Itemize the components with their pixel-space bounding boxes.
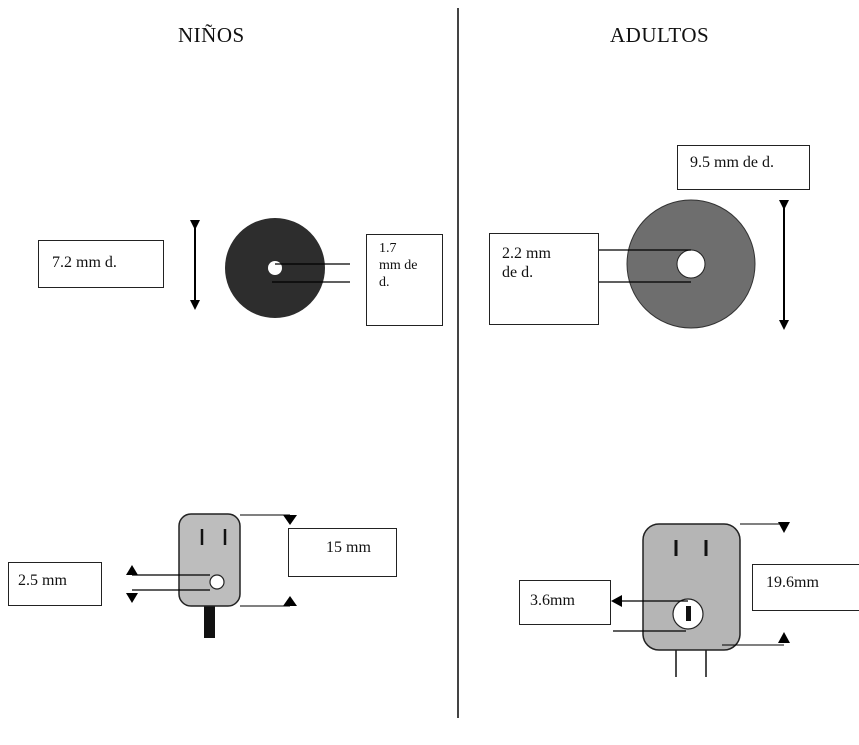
adult-washer-hole [676,249,706,279]
child-washer-diameter-label: 7.2 mm d. [38,240,164,288]
child-washer-hole-text-2: mm de [379,258,418,273]
adult-nail-hole-slot [686,606,691,621]
child-nail-height-arrow-bottom [283,596,297,606]
heading-children: NIÑOS [178,23,245,47]
adult-nail-body [642,523,741,651]
child-nail-height-label: 15 mm [288,528,397,577]
child-nail-hole-text: 2.5 mm [18,572,67,589]
child-nail-body [178,513,241,607]
child-washer-hole-label: 1.7 mm de d. [366,234,443,326]
child-nail-hole-arrow-top [126,565,138,575]
adult-washer-hole-text-1: 2.2 mm [502,245,551,262]
child-washer-hole [268,261,282,275]
heading-adults: ADULTOS [610,23,710,47]
adult-washer-hole-label: 2.2 mm de d. [489,233,599,325]
adult-nail-hole-arrow [611,595,622,607]
adult-nail-hole-label: 3.6mm [519,580,611,625]
adult-nail-height-arrow-bottom [778,632,790,643]
adult-washer-hole-text-2: de d. [502,264,534,281]
child-nail-height-arrow-top [283,515,297,525]
child-washer-hole-text-1: 1.7 [379,241,397,256]
child-nail-height-text: 15 mm [326,539,371,556]
child-washer-diameter-text: 7.2 mm d. [52,254,117,271]
child-nail-hole [209,574,225,590]
adult-washer-diameter-label: 9.5 mm de d. [677,145,810,190]
child-nail-hole-arrow-bottom [126,593,138,603]
child-washer-hole-text-3: d. [379,275,390,290]
adult-washer-diameter-text: 9.5 mm de d. [690,154,774,171]
adult-nail-height-text: 19.6mm [766,574,819,591]
child-nail-stem [204,604,215,638]
adult-nail-hole-text: 3.6mm [530,592,575,609]
adult-nail-height-label: 19.6mm [752,564,859,611]
child-nail-hole-label: 2.5 mm [8,562,102,606]
adult-nail-height-arrow-top [778,522,790,533]
